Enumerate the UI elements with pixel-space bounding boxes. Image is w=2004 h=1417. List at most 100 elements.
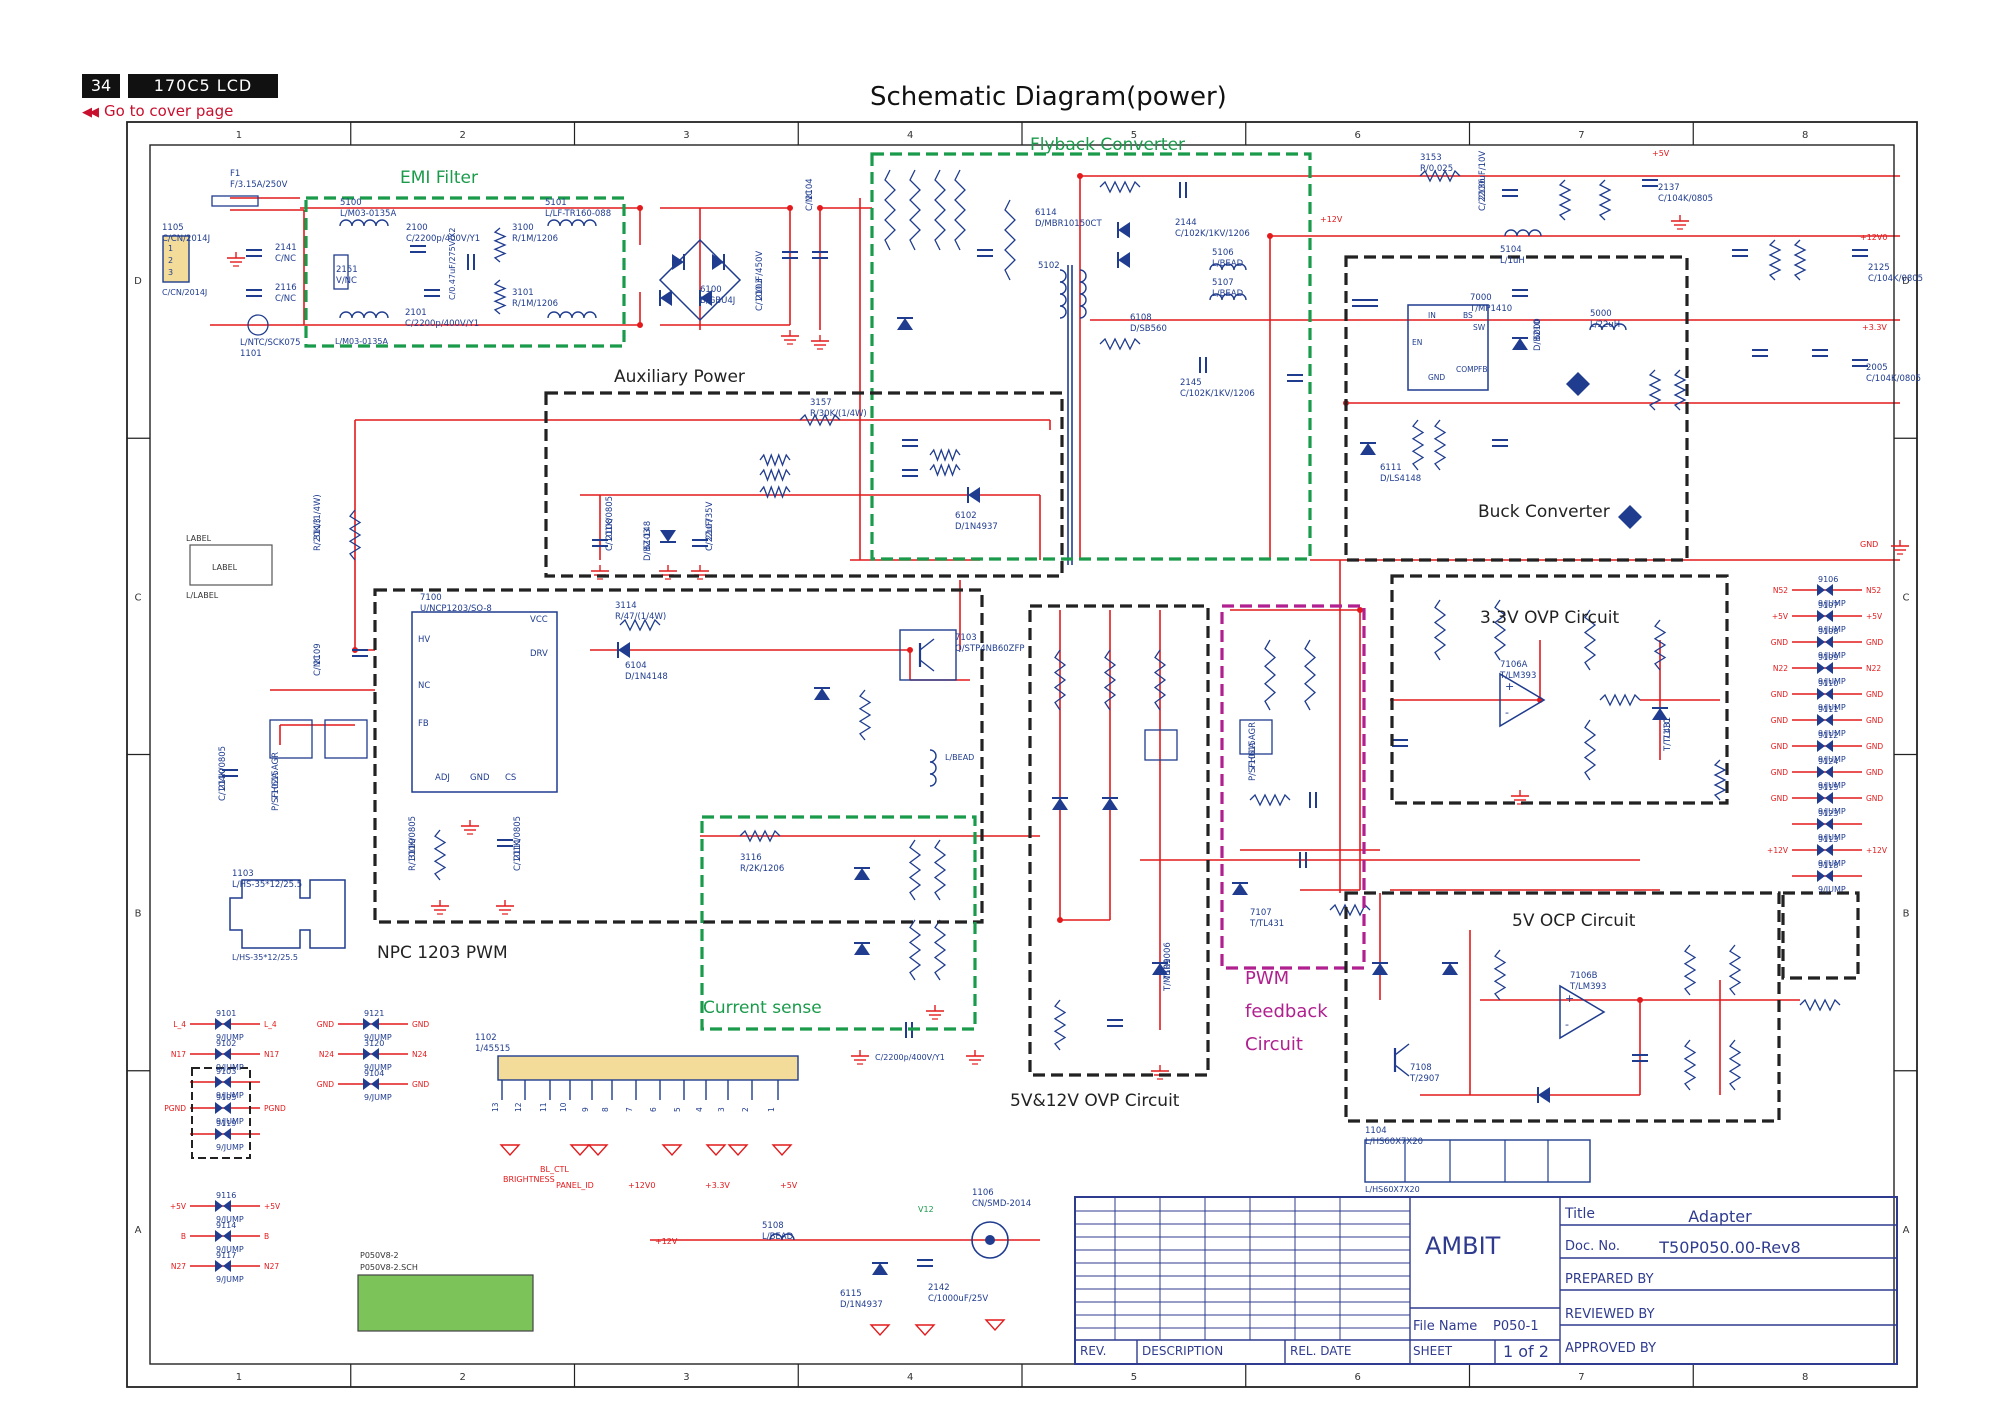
resistor [908,919,922,981]
jumper-tri [215,1200,223,1212]
ic-ncp1203 [411,611,558,793]
component-label: 6115 [840,1289,862,1299]
npc-pwm-box [373,588,984,924]
jumper-ref: 9118 [1818,861,1838,870]
capacitor [1632,1054,1648,1062]
shunt-q7110 [1652,707,1668,720]
resistor [1793,239,1807,281]
jumper-tri [1825,636,1833,648]
company-name: AMBIT [1425,1232,1501,1260]
jumper-tri [1817,610,1825,622]
resistor [1493,599,1507,661]
diode-d6000 [1512,337,1528,350]
component-label: 1101 [240,349,262,359]
jumper-ref: 9104 [364,1069,384,1078]
component-label: 7000 [1470,293,1492,303]
resistor [1728,944,1742,996]
jumper-tri [1825,818,1833,830]
junction-dot [786,205,793,212]
component-label: L/BEAD [945,753,974,762]
diode-body [897,318,913,330]
jumper-tri [371,1018,379,1030]
ground-symbol [1671,215,1689,230]
ground-symbol [705,1144,727,1157]
resistor-body [1411,419,1425,471]
jumper-tri [1817,688,1825,700]
component-label: 2137 [1658,183,1680,193]
ic-pin-label: CS [505,773,516,783]
diode-d6108 [1117,222,1130,238]
zener [1442,962,1458,975]
capacitor [1512,289,1528,297]
ground-symbol [869,1324,891,1337]
component-label: 7109 [1163,958,1173,980]
inductor [929,749,937,787]
jumper-value: 9/JUMP [216,1215,244,1224]
jumper-tri [1817,818,1825,830]
grid-col-label-top: 2 [459,130,465,141]
jumper-tri [371,1048,379,1060]
pwm-feedback-label: feedback [1245,1001,1328,1022]
connector-pin-number: 13 [491,1102,500,1112]
jumper-ref: 9123 [1818,809,1838,818]
resistor-body [929,463,961,477]
capacitor-c2100 [410,245,426,253]
component-label: 3119 [408,838,418,860]
cover-link[interactable]: ◀◀Go to cover page [82,102,233,120]
component-label: 3101 [512,288,534,298]
resistor-body [1103,649,1117,711]
resistor [759,485,791,499]
capacitor [902,439,918,447]
resistor-r3113 [348,509,362,561]
ic-pin-label: FB [418,719,429,729]
grid-col-label-top: 7 [1578,130,1584,141]
component-label: P/SFH615AGR [1248,722,1258,781]
component-label: C/CN/2014J [162,234,210,244]
component-label: D/1N4148 [625,672,668,682]
resistor-body [1683,944,1697,996]
aux-power-label: Auxiliary Power [614,367,745,387]
component-label: 3113 [313,518,323,540]
prepared-by: PREPARED BY [1565,1272,1654,1287]
title-label: Title [1564,1206,1595,1222]
resistor [1264,639,1276,711]
jumper-tri [1817,636,1825,648]
jumper-value: 9/JUMP [1818,703,1846,712]
resistor-body [908,919,922,981]
component-label: T/2907 [1409,1074,1440,1084]
jumper-net-left: B [181,1232,186,1241]
gnd-triangle [771,1144,793,1157]
op-amp-minus: - [1565,1018,1569,1031]
resistor-r3114 [619,618,661,632]
component-label: 2125 [1868,263,1890,273]
diode-body [672,254,684,270]
component-label: 6108 [1130,313,1152,323]
jumper-left [215,1200,231,1212]
jumper-tri [223,1018,231,1030]
component-label: 5106 [1212,248,1234,258]
led-1002 [1618,505,1642,529]
inductor-l5107 [1209,293,1247,301]
resistor-body [759,468,791,482]
jumper-ref: 9103 [216,1067,236,1076]
ocp-5v-box [1344,891,1781,1123]
jumper-tri [223,1102,231,1114]
resistor [1304,639,1316,711]
jumper-net-left: N22 [1773,664,1788,673]
junction-dot [1357,606,1364,613]
bridge-diode [699,290,712,306]
jumper-net-left: N52 [1773,586,1788,595]
diode-d6108 [1117,252,1130,268]
jumper-tri [371,1078,379,1090]
diode-body [1152,963,1168,975]
capacitor-c2101 [424,289,440,297]
component-label: C/100uF/450V [755,251,765,311]
jumper-tri [1817,844,1825,856]
filename-value: P050-1 [1493,1319,1539,1334]
docno-value: T50P050.00-Rev8 [1658,1238,1800,1257]
resistor [1583,719,1597,781]
opto-7102a [269,719,313,759]
jumper-net-right: GND [1866,690,1883,699]
op-amp-plus: + [1565,992,1574,1005]
